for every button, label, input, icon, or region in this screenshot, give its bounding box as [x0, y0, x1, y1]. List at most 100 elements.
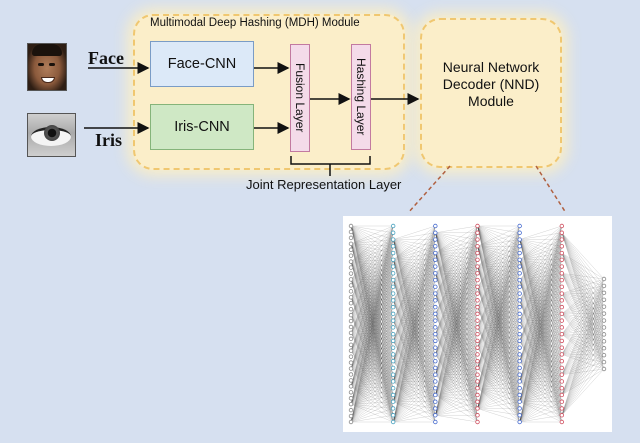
- network-edge: [350, 293, 394, 387]
- network-edge: [519, 239, 562, 247]
- network-edge: [350, 340, 394, 351]
- network-edge: [519, 259, 563, 321]
- network-edge: [477, 239, 520, 409]
- network-edge: [561, 313, 605, 349]
- network-edge: [435, 252, 478, 335]
- network-edge: [392, 246, 436, 321]
- network-edge: [350, 314, 394, 328]
- network-layer-6: [559, 223, 565, 425]
- network-edge: [435, 306, 478, 396]
- network-edge: [435, 347, 478, 416]
- network-edge: [477, 225, 520, 308]
- network-edge: [561, 252, 605, 335]
- network-edge: [350, 225, 394, 355]
- network-edge: [519, 306, 563, 382]
- network-edge: [350, 332, 394, 409]
- network-edge: [350, 388, 394, 423]
- network-edge: [561, 273, 605, 335]
- network-edge: [519, 259, 563, 402]
- network-edge: [350, 279, 394, 351]
- network-edge: [477, 266, 520, 416]
- network-edge: [350, 327, 394, 387]
- network-edge: [435, 360, 478, 375]
- joint-representation-label: Joint Representation Layer: [246, 177, 402, 192]
- network-edge: [350, 314, 394, 389]
- network-node: [390, 291, 396, 296]
- network-edge: [350, 306, 394, 351]
- network-edge: [392, 266, 436, 342]
- network-edge: [435, 232, 478, 375]
- network-edge: [435, 293, 478, 402]
- network-node: [348, 295, 354, 300]
- network-edge: [350, 261, 394, 348]
- network-node: [348, 401, 354, 407]
- network-edge: [477, 225, 520, 267]
- network-node: [433, 372, 438, 377]
- network-edge: [392, 239, 436, 375]
- network-node: [559, 230, 565, 235]
- network-edge: [519, 279, 563, 416]
- network-edge: [519, 300, 563, 369]
- network-edge: [477, 252, 520, 308]
- network-edge: [392, 313, 436, 402]
- network-edge: [435, 293, 478, 396]
- network-edge: [561, 368, 605, 416]
- network-edge: [477, 266, 520, 355]
- network-edge: [350, 225, 394, 294]
- network-edge: [392, 320, 436, 362]
- network-edge: [519, 327, 563, 402]
- network-edge: [350, 297, 394, 321]
- network-edge: [477, 306, 520, 362]
- network-edge: [350, 261, 394, 375]
- network-node: [559, 244, 565, 249]
- network-edge: [393, 367, 436, 402]
- network-edge: [393, 408, 436, 423]
- network-edge: [519, 279, 563, 342]
- network-edge: [561, 293, 605, 328]
- network-edge: [392, 279, 436, 409]
- network-edge: [435, 225, 478, 254]
- network-edge: [435, 387, 478, 416]
- network-edge: [393, 300, 436, 308]
- network-edge: [350, 314, 394, 321]
- network-edge: [435, 259, 478, 294]
- network-edge: [519, 279, 562, 301]
- network-edge: [477, 252, 520, 389]
- network-edge: [350, 300, 394, 405]
- network-edge: [477, 320, 520, 389]
- network-edge: [350, 279, 394, 294]
- network-edge: [477, 327, 520, 423]
- network-edge: [477, 286, 520, 382]
- network-edge: [519, 381, 562, 416]
- network-edge: [519, 225, 563, 301]
- network-edge: [392, 300, 436, 369]
- network-edge: [435, 293, 478, 315]
- network-edge: [519, 340, 562, 369]
- network-edge: [519, 225, 563, 402]
- network-edge: [350, 266, 394, 423]
- network-edge: [350, 279, 394, 402]
- network-edge: [477, 232, 520, 308]
- network-edge: [392, 259, 436, 389]
- network-edge: [350, 273, 394, 369]
- network-edge: [477, 306, 520, 389]
- network-edge: [392, 239, 436, 314]
- network-edge: [435, 252, 478, 409]
- network-node: [348, 235, 354, 241]
- network-edge: [393, 259, 436, 274]
- network-edge: [435, 252, 478, 416]
- network-edge: [350, 243, 394, 328]
- network-edge: [393, 347, 436, 362]
- network-node: [390, 244, 396, 249]
- network-node: [601, 359, 607, 365]
- network-edge: [477, 286, 520, 335]
- network-node: [559, 298, 565, 303]
- network-edge: [392, 340, 436, 402]
- network-edge: [392, 279, 436, 423]
- network-edge: [392, 239, 436, 321]
- network-edge: [477, 239, 520, 287]
- network-edge: [477, 300, 520, 308]
- network-edge: [519, 340, 562, 362]
- network-edge: [519, 259, 563, 301]
- network-edge: [519, 239, 562, 274]
